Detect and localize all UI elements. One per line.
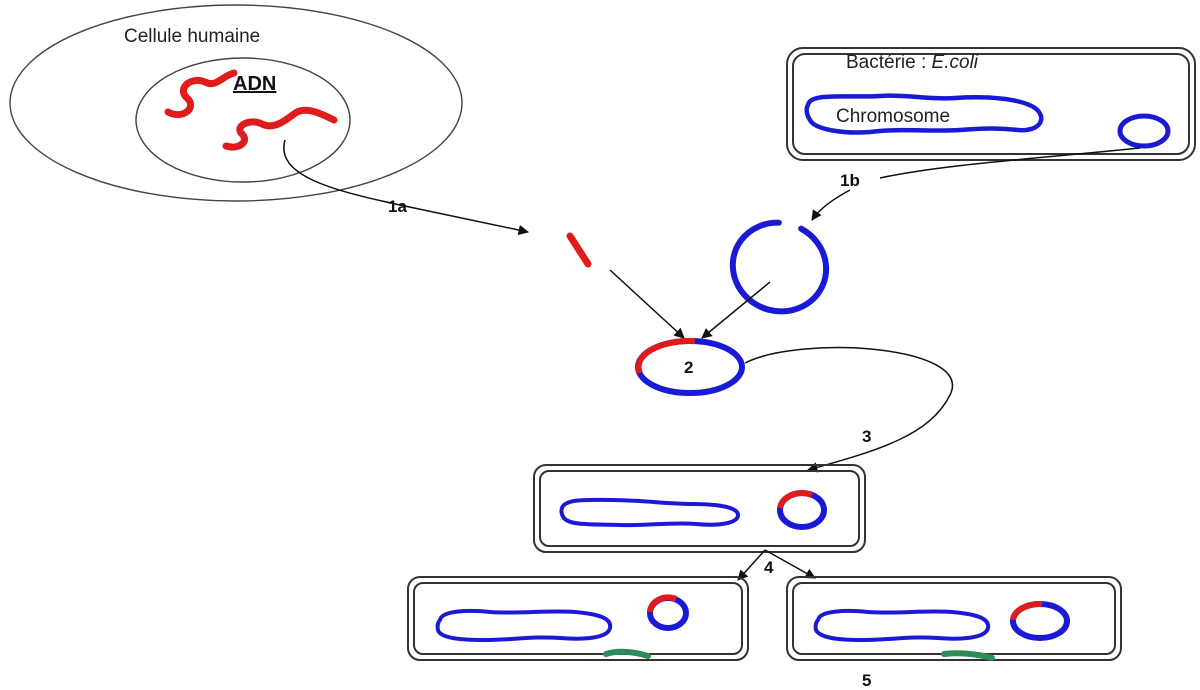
opened-plasmid <box>729 219 830 315</box>
arrow-fragment-to-recombinant <box>609 269 685 339</box>
recombinant-plasmid: 2 <box>635 337 745 396</box>
daughter-bacterium-left <box>407 576 749 661</box>
bacterium-label-prefix: Bactérie : <box>846 52 932 73</box>
transformed-bacterium <box>533 464 866 553</box>
daughter-left-outer-wall <box>407 576 749 661</box>
chromosome-label: Chromosome <box>836 106 950 127</box>
arrow-1b-head <box>811 189 851 221</box>
arrow-1a <box>283 139 530 236</box>
daughter-right-protein <box>941 650 995 661</box>
step-3-label: 3 <box>862 427 871 446</box>
arrow-3 <box>744 346 954 473</box>
human-cell-nucleus <box>135 57 351 183</box>
bacterium-species: E.coli <box>932 52 979 73</box>
bacterium-label: Bactérie : E.coli <box>846 52 979 73</box>
arrow-4-right <box>764 549 816 579</box>
daughter-left-chromosome <box>435 609 613 643</box>
daughter-left-protein <box>603 648 651 659</box>
human-dna-strand <box>222 106 338 151</box>
bacterial-chromosome <box>804 93 1044 135</box>
daughter-left-inner-wall <box>413 582 743 655</box>
daughter-bacterium-right <box>786 576 1122 661</box>
daughter-right-plasmid-insert <box>1010 600 1043 621</box>
transformed-plasmid-insert <box>777 490 814 509</box>
arrow-1b <box>879 147 1141 179</box>
transformed-bacterium-outer-wall <box>533 464 866 553</box>
step-2-label: 2 <box>684 358 693 377</box>
step-4-label: 4 <box>764 558 774 577</box>
human-cell-label: Cellule humaine <box>124 26 260 47</box>
arrow-plasmid-to-recombinant <box>701 281 771 339</box>
human-dna-strand <box>164 69 238 119</box>
dna-label: ADN <box>233 73 276 95</box>
recombinant-plasmid-insert <box>635 337 696 375</box>
human-cell-membrane <box>9 4 463 202</box>
bacterial-plasmid <box>1117 113 1171 149</box>
step-1a-label: 1a <box>388 197 407 216</box>
transformed-chromosome <box>559 497 741 528</box>
transformed-bacterium-inner-wall <box>539 470 860 547</box>
bacterium-outer-wall <box>786 47 1196 161</box>
dna-fragment <box>566 232 592 268</box>
arrow-4-left <box>737 549 766 581</box>
daughter-right-outer-wall <box>786 576 1122 661</box>
daughter-left-plasmid-insert <box>647 594 678 613</box>
bacterium-ecoli: Bactérie : E.coli Chromosome <box>786 47 1196 161</box>
step-1b-label: 1b <box>840 171 860 190</box>
human-cell: Cellule humaine ADN <box>9 4 463 202</box>
daughter-right-chromosome <box>813 609 991 643</box>
step-5-label: 5 <box>862 671 871 690</box>
bacterium-inner-wall <box>792 53 1190 155</box>
